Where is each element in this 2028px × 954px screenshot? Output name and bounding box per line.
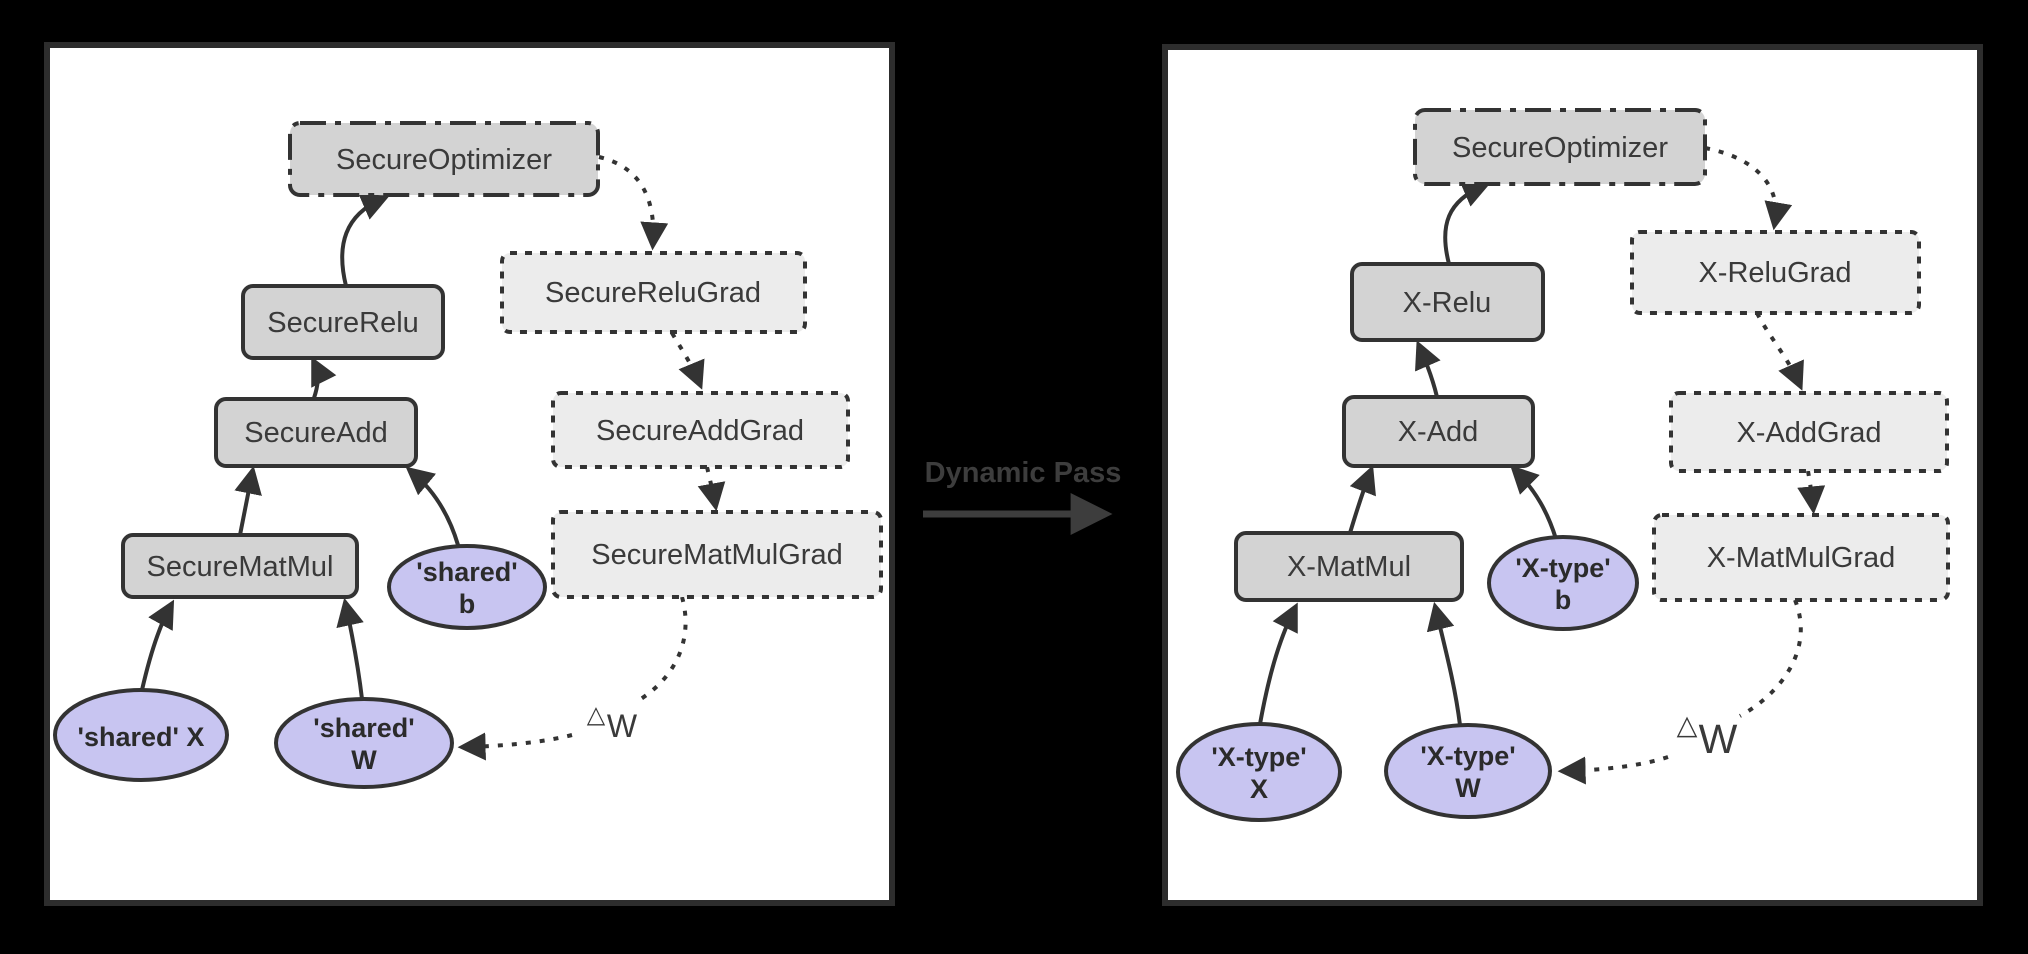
edge-relu-to-optimizer (340, 193, 390, 287)
delta-w-triangle: △ (587, 702, 606, 729)
tensor-shared-b-label-line1: 'shared' (416, 557, 517, 587)
node-secure-matmul-grad-label: SecureMatMulGrad (591, 539, 842, 571)
node-x-relu-label: X-Relu (1403, 287, 1492, 319)
tensor-xtype-w-label-line1: 'X-type' (1420, 741, 1515, 771)
tensor-xtype-x (1176, 722, 1342, 822)
static-graph-panel: SecureOptimizer SecureRelu SecureAdd Sec… (44, 42, 895, 906)
tensor-xtype-b-label-line2: b (1555, 585, 1572, 615)
node-secure-add (214, 397, 418, 468)
node-x-matmul (1234, 531, 1464, 602)
node-x-relu-grad-label: X-ReluGrad (1698, 257, 1851, 289)
node-secure-matmul-grad (551, 510, 883, 599)
node-secure-relu-label: SecureRelu (267, 307, 419, 339)
node-x-add (1342, 395, 1535, 468)
edge-xrelu-to-optimizer (1443, 180, 1491, 265)
delta-w-triangle-right: △ (1677, 710, 1698, 740)
node-secure-add-label: SecureAdd (244, 417, 388, 449)
node-secure-relu-grad-label: SecureReluGrad (545, 277, 761, 309)
node-secure-optimizer (288, 121, 600, 197)
edge-xx-to-xmatmul (1258, 602, 1298, 725)
node-secure-add-grad-label: SecureAddGrad (596, 415, 804, 447)
tensor-shared-w (274, 697, 454, 789)
tensor-shared-x-label: 'shared' X (78, 722, 205, 752)
transition-label: Dynamic Pass (925, 457, 1122, 489)
tensor-shared-w-label-line2: W (351, 745, 377, 775)
edge-b-to-add (405, 466, 460, 546)
node-secure-relu-grad (500, 251, 807, 334)
node-secure-optimizer-label: SecureOptimizer (336, 144, 552, 176)
edge-relugrad-to-addgrad (670, 331, 705, 390)
node-x-add-grad-label: X-AddGrad (1736, 417, 1881, 449)
node-secure-matmul (121, 533, 359, 599)
node-secure-add-grad (551, 391, 850, 469)
edge-xrelugrad-to-xaddgrad (1755, 312, 1804, 391)
tensor-xtype-x-label-line1: 'X-type' (1211, 742, 1306, 772)
edge-matmul-to-add (234, 465, 262, 536)
tensor-shared-w-label-line1: 'shared' (313, 713, 414, 743)
tensor-xtype-x-label-line2: X (1250, 774, 1268, 804)
delta-w-letter: W (607, 708, 638, 744)
edge-w-to-matmul (336, 597, 364, 700)
tensor-xtype-b (1487, 535, 1639, 631)
dynamic-graph-panel: SecureOptimizer X-Relu X-Add X-MatMul X-… (1162, 44, 1983, 906)
tensor-xtype-b-label-line1: 'X-type' (1515, 553, 1610, 583)
node-x-matmul-label: X-MatMul (1287, 551, 1411, 583)
node-x-matmul-grad-label: X-MatMulGrad (1707, 542, 1896, 574)
node-secure-optimizer-right-label: SecureOptimizer (1452, 132, 1668, 164)
node-secure-optimizer-right (1413, 108, 1707, 186)
edge-xadd-to-xrelu (1415, 340, 1441, 398)
edge-matmulgrad-to-deltaw (634, 596, 688, 704)
edge-xaddgrad-to-xmatmulgrad (1797, 470, 1826, 515)
tensor-shared-b-label-line2: b (459, 589, 476, 619)
tensor-xtype-w (1384, 723, 1552, 819)
edge-xmatmul-to-xadd (1348, 465, 1376, 534)
node-secure-relu (241, 284, 445, 360)
delta-w-letter-right: W (1699, 716, 1738, 762)
edge-add-to-relu (311, 356, 337, 399)
edge-optimizer-to-xrelugrad (1704, 146, 1793, 231)
edge-xmatmulgrad-to-deltaw (1739, 599, 1803, 718)
node-x-add-label: X-Add (1398, 416, 1479, 448)
tensor-shared-x (53, 688, 229, 782)
node-x-relu (1350, 262, 1545, 342)
tensor-shared-b (387, 544, 547, 630)
edge-x-to-matmul (140, 599, 175, 691)
edge-xw-to-xmatmul (1426, 601, 1462, 726)
edge-addgrad-to-matmulgrad (697, 466, 726, 512)
transition-group: Dynamic Pass (923, 457, 1122, 535)
node-secure-matmul-label: SecureMatMul (147, 551, 334, 583)
node-x-add-grad (1669, 391, 1949, 473)
edge-xb-to-xadd (1510, 465, 1558, 540)
node-x-matmul-grad (1652, 513, 1950, 602)
tensor-xtype-w-label-line2: W (1455, 773, 1481, 803)
node-x-relu-grad (1630, 230, 1921, 315)
